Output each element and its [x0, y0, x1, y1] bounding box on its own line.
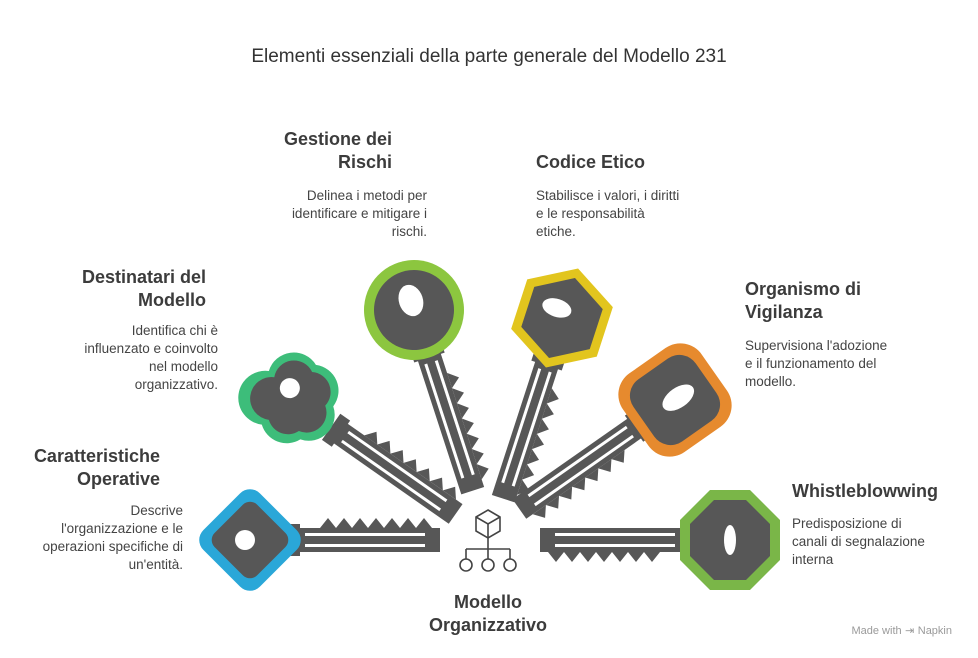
key-organismo	[510, 343, 732, 528]
desc-line: Identifica chi è	[131, 323, 218, 338]
key-destinatari	[238, 352, 469, 528]
key-gestione	[364, 260, 494, 496]
key-caratteristiche	[199, 489, 440, 591]
desc-codice: Stabilisce i valori, i diritti e le resp…	[536, 187, 679, 241]
heading-caratteristiche-line2: Operative	[76, 469, 160, 489]
desc-organismo: Supervisiona l'adozione e il funzionamen…	[745, 337, 887, 391]
desc-gestione: Delinea i metodi per identificare e miti…	[292, 187, 427, 241]
footer-credit: Made with ⇥ Napkin	[851, 624, 952, 637]
desc-line: e il funzionamento del	[745, 356, 877, 371]
center-label-line1: Modello	[454, 592, 522, 612]
desc-line: Predisposizione di	[792, 516, 902, 531]
heading-destinatari: Destinatari del Modello	[82, 266, 206, 312]
heading-codice: Codice Etico	[536, 151, 645, 174]
org-chart-cube-icon	[459, 509, 517, 572]
desc-line: identificare e mitigare i	[291, 206, 427, 221]
napkin-icon: ⇥	[905, 625, 915, 637]
heading-gestione-line2: Rischi	[337, 152, 392, 172]
desc-line: nel modello	[148, 359, 218, 374]
desc-line: operazioni specifiche di	[42, 539, 183, 554]
heading-organismo-line1: Organismo di	[745, 279, 862, 299]
desc-line: Supervisiona l'adozione	[745, 338, 888, 353]
desc-line: etiche.	[536, 224, 576, 239]
desc-line: Delinea i metodi per	[306, 188, 427, 203]
footer-brand: Napkin	[917, 625, 952, 637]
desc-destinatari: Identifica chi è influenzato e coinvolto…	[84, 322, 218, 394]
center-label-line2: Organizzativo	[428, 615, 548, 635]
heading-organismo-line2: Vigilanza	[745, 302, 823, 322]
heading-caratteristiche-line1: Caratteristiche	[33, 446, 160, 466]
heading-caratteristiche: Caratteristiche Operative	[34, 445, 160, 491]
desc-line: Descrive	[130, 503, 183, 518]
center-label: Modello Organizzativo	[418, 591, 558, 637]
heading-organismo: Organismo di Vigilanza	[745, 278, 861, 324]
desc-line: e le responsabilità	[536, 206, 645, 221]
diagram-title: Elementi essenziali della parte generale…	[251, 46, 727, 67]
desc-line: l'organizzazione e le	[61, 521, 183, 536]
desc-line: influenzato e coinvolto	[84, 341, 218, 356]
desc-line: interna	[792, 552, 834, 567]
desc-line: Stabilisce i valori, i diritti	[536, 188, 680, 203]
footer-made-with: Made with	[851, 625, 902, 637]
heading-destinatari-line2: Modello	[138, 290, 206, 310]
key-whistle	[540, 490, 780, 590]
heading-codice-line1: Codice Etico	[536, 152, 646, 172]
heading-destinatari-line1: Destinatari del	[81, 267, 206, 287]
desc-caratteristiche: Descrive l'organizzazione e le operazion…	[43, 502, 183, 574]
desc-line: organizzativo.	[134, 377, 218, 392]
desc-line: modello.	[745, 374, 797, 389]
heading-gestione: Gestione dei Rischi	[284, 128, 392, 174]
desc-line: canali di segnalazione	[792, 534, 925, 549]
desc-line: rischi.	[391, 224, 427, 239]
desc-whistle: Predisposizione di canali di segnalazion…	[792, 515, 925, 569]
heading-whistle-line1: Whistleblowwing	[792, 481, 938, 501]
heading-gestione-line1: Gestione dei	[283, 129, 392, 149]
heading-whistle: Whistleblowwing	[792, 480, 938, 503]
desc-line: un'entità.	[128, 557, 183, 572]
key-codice	[488, 268, 613, 506]
